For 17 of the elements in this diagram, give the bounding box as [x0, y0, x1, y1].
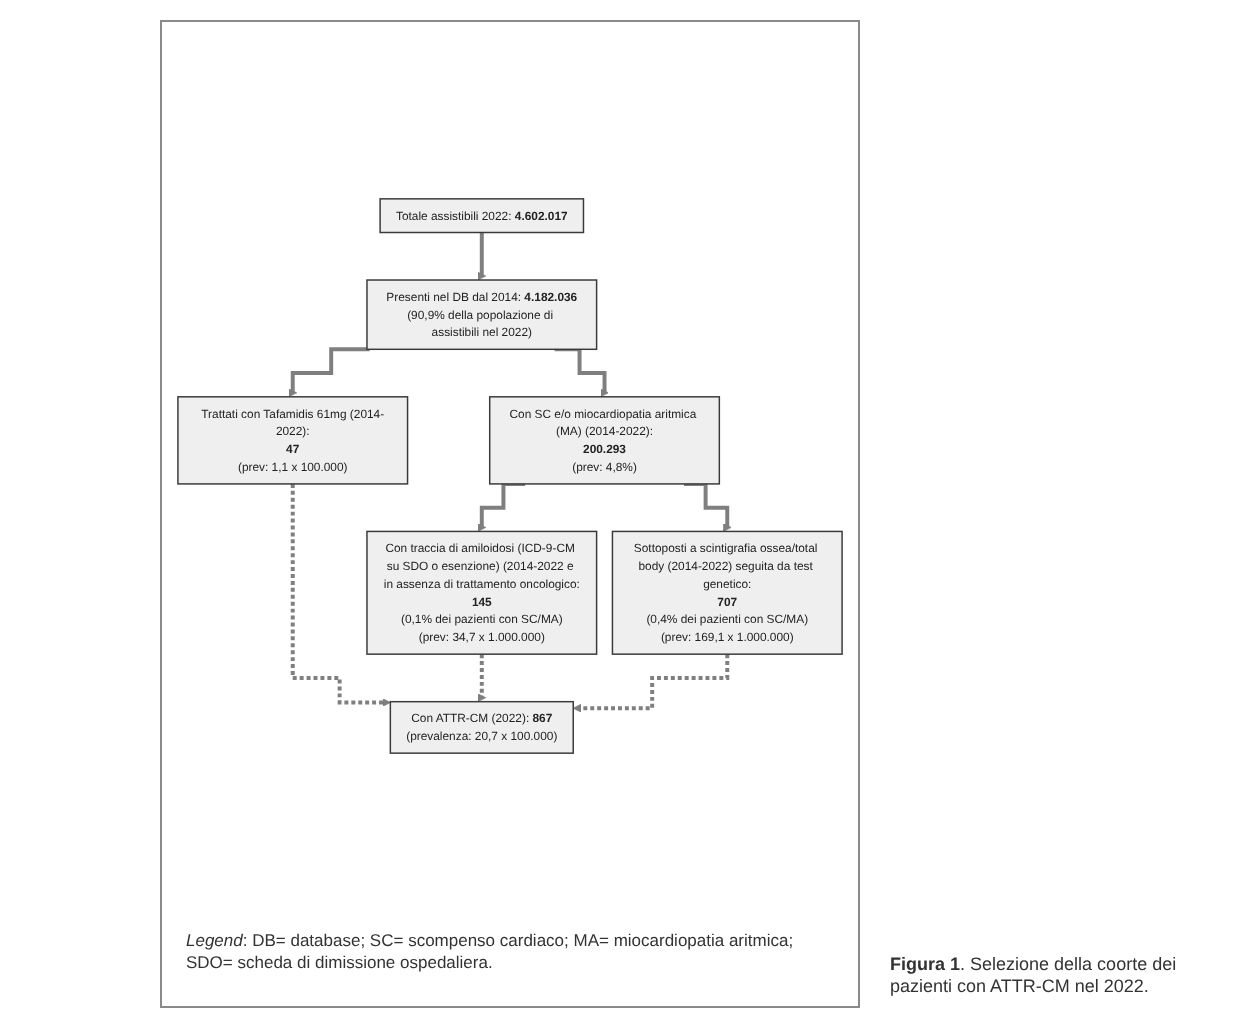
- figure-caption: Figura 1. Selezione della coorte dei pazienti con ATTR-CM nel 2022.: [890, 954, 1179, 999]
- arrow: [477, 481, 526, 532]
- node-box: [389, 700, 574, 754]
- node-box: [177, 396, 409, 485]
- arrow: [477, 652, 487, 703]
- arrow: [554, 347, 609, 398]
- arrow: [572, 652, 730, 713]
- legend-note: Legend: DB= database; SC= scompenso cardiaco; MA= miocardiopatia aritmica; SDO= scheda di dimissione ospedaliera.: [186, 930, 796, 975]
- arrow: [288, 347, 370, 398]
- arrow: [477, 230, 487, 281]
- node-box: [366, 530, 598, 655]
- node-box: [488, 396, 721, 485]
- node-box: [611, 530, 843, 655]
- node-box: [366, 279, 598, 351]
- node-box: [379, 198, 585, 234]
- arrow: [290, 481, 391, 707]
- arrow: [683, 481, 732, 532]
